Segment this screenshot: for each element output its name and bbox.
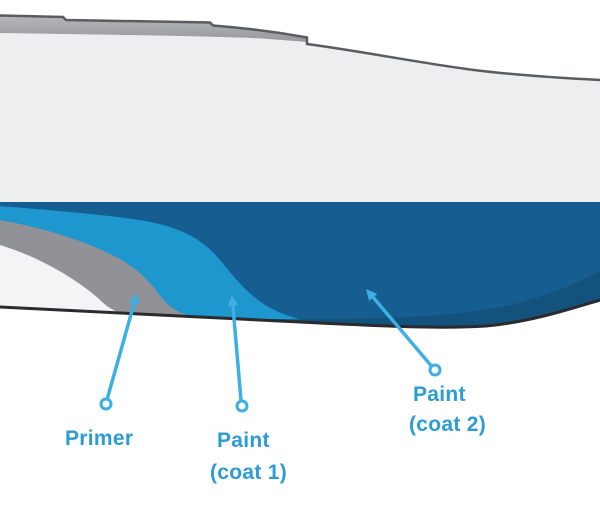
paint-coat1-arrowhead-icon — [227, 295, 239, 307]
paint-coat2-label-line2: (coat 2) — [409, 413, 486, 436]
primer-label-text: Primer — [65, 427, 133, 450]
primer-arrow — [99, 293, 140, 411]
paint-coat1-arrow — [227, 295, 249, 413]
deck-band — [0, 15, 307, 42]
paint-coat2-label: Paint (coat 2) — [409, 383, 486, 436]
hull-bottom-shadow — [258, 271, 600, 328]
primer-arrow-line — [105, 300, 137, 400]
paint-coat1-label-line2: (coat 1) — [210, 461, 287, 484]
sheer-outline — [0, 14, 600, 82]
paint-coat2-arrow — [366, 289, 442, 377]
hull-topsides — [0, 33, 600, 202]
primer-arrowhead-icon — [128, 293, 140, 305]
paint-coat2-layer — [0, 202, 600, 327]
paint-coat1-arrow-circle — [235, 399, 249, 413]
paint-coat2-arrow-circle — [428, 363, 442, 377]
paint-coat2-arrow-line — [370, 294, 433, 368]
paint-coat2-arrowhead-icon — [366, 289, 378, 301]
paint-coat1-label-line1: Paint — [217, 429, 270, 452]
paint-coat1-label: Paint (coat 1) — [210, 429, 287, 484]
primer-arrow-circle — [99, 397, 113, 411]
keel-outline — [0, 298, 600, 329]
paint-coat1-arrow-line — [231, 305, 243, 402]
paint-coat2-label-line1: Paint — [413, 383, 466, 406]
primer-label: Primer — [65, 427, 133, 450]
